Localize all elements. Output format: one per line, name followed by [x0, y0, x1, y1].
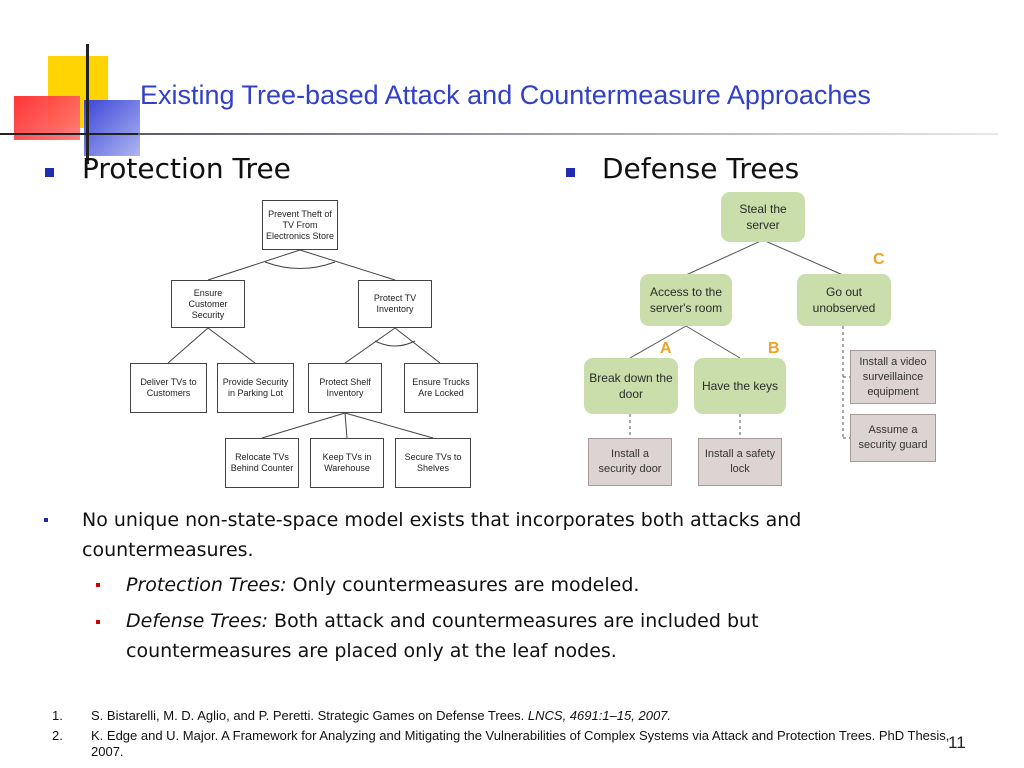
pt-node-warehouse: Keep TVs in Warehouse — [310, 438, 384, 488]
pt-node-ensure-security: Ensure Customer Security — [171, 280, 245, 328]
dt-countermeasure-safety-lock: Install a safety lock — [698, 438, 782, 486]
sub-bullet-protection-trees-desc: Only countermeasures are modeled. — [286, 574, 640, 596]
corner-decoration-red — [14, 96, 80, 140]
sub-bullet-defense-trees-desc: Both attack and countermeasures are incl… — [126, 610, 759, 662]
defense-tree-diagram: Steal the server Access to the server's … — [578, 190, 948, 490]
sub-bullet-marker — [96, 583, 100, 587]
bullet-marker — [566, 168, 575, 177]
reference-2: K. Edge and U. Major. A Framework for An… — [91, 728, 950, 759]
corner-decoration-horizontal-line — [0, 133, 150, 135]
dt-countermeasure-security-door: Install a security door — [588, 438, 672, 486]
pt-node-root: Prevent Theft of TV From Electronics Sto… — [262, 200, 338, 250]
defense-trees-heading: Defense Trees — [602, 152, 800, 185]
sub-bullet-marker — [96, 620, 100, 624]
dt-countermeasure-video: Install a video surveillaince equipment — [850, 350, 936, 404]
reference-1-venue: LNCS, 4691:1–15, 2007. — [527, 708, 672, 723]
dt-node-break: Break down the door — [584, 358, 678, 414]
slide-title: Existing Tree-based Attack and Counterme… — [140, 80, 871, 110]
reference-1-text: S. Bistarelli, M. D. Aglio, and P. Peret… — [91, 708, 528, 723]
protection-tree-diagram: Prevent Theft of TV From Electronics Sto… — [125, 195, 490, 495]
dt-node-root: Steal the server — [721, 192, 805, 242]
dt-node-access: Access to the server's room — [640, 274, 732, 326]
page-number: 11 — [948, 733, 966, 752]
dt-countermeasure-guard: Assume a security guard — [850, 414, 936, 462]
sub-bullet-protection-trees: Protection Trees: Only countermeasures a… — [126, 570, 926, 600]
dt-label-b: B — [768, 340, 780, 357]
dt-node-keys: Have the keys — [694, 358, 786, 414]
corner-decoration-blue — [84, 100, 140, 156]
dt-label-c: C — [873, 251, 885, 268]
sub-bullet-defense-trees-colon: : — [261, 610, 268, 632]
defense-tree-connectors — [629, 239, 850, 439]
title-underline — [138, 133, 998, 135]
sub-bullet-defense-trees-term: Defense Trees — [126, 610, 262, 632]
pt-node-shelf: Protect Shelf Inventory — [308, 363, 382, 413]
pt-node-parking: Provide Security in Parking Lot — [217, 363, 294, 413]
pt-node-trucks: Ensure Trucks Are Locked — [404, 363, 478, 413]
sub-bullet-defense-trees: Defense Trees: Both attack and counterme… — [126, 606, 886, 666]
bullet-marker — [45, 168, 54, 177]
protection-tree-connectors — [167, 249, 441, 439]
body-bullet-marker — [44, 518, 48, 522]
reference-number: 1. — [52, 708, 63, 723]
pt-node-deliver: Deliver TVs to Customers — [130, 363, 207, 413]
pt-node-relocate: Relocate TVs Behind Counter — [225, 438, 299, 488]
dt-node-unobserved: Go out unobserved — [797, 274, 891, 326]
sub-bullet-protection-trees-term: Protection Trees: — [126, 574, 287, 596]
pt-node-protect-inventory: Protect TV Inventory — [358, 280, 432, 328]
reference-number: 2. — [52, 728, 63, 743]
protection-tree-heading: Protection Tree — [82, 152, 291, 185]
corner-decoration-vertical-line — [86, 44, 89, 164]
pt-node-secure: Secure TVs to Shelves — [395, 438, 471, 488]
dt-label-a: A — [660, 340, 672, 357]
main-bullet-text: No unique non-state-space model exists t… — [82, 509, 802, 561]
reference-1: S. Bistarelli, M. D. Aglio, and P. Peret… — [91, 708, 961, 724]
